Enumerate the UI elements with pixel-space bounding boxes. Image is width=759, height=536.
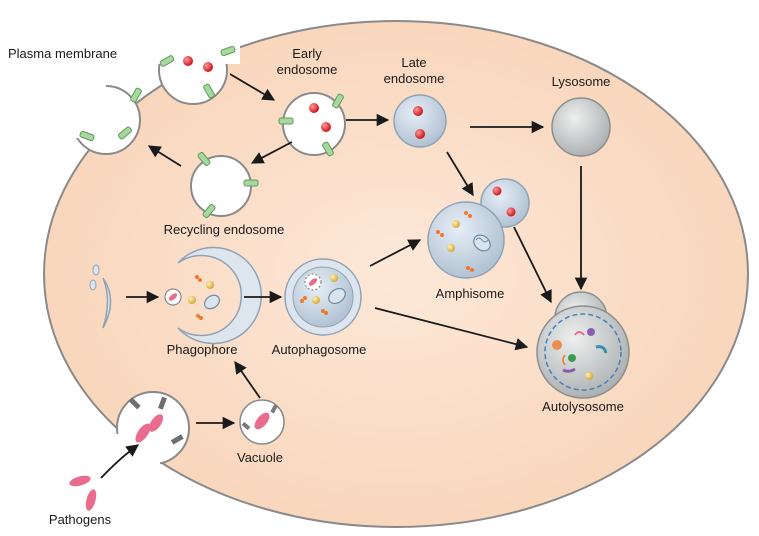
amphisome [427,178,530,279]
recycling-endosome [190,152,259,218]
arrows [100,73,588,479]
lysosome [551,97,611,157]
late-endosome [393,94,447,148]
label-vacuole: Vacuole [237,450,283,465]
label-recycling-endosome: Recycling endosome [164,222,285,237]
label-late-endosome-line1: Late [401,55,426,70]
label-lysosome: Lysosome [552,74,611,89]
receptors-top-pit [130,45,236,103]
plasma-membrane-pit-left [50,78,141,155]
cell [43,20,749,528]
pathogen-entry [128,396,184,445]
label-early-endosome-line2: endosome [277,62,338,77]
label-early-endosome-line1: Early [292,46,322,61]
label-pathogens: Pathogens [49,512,112,527]
label-amphisome: Amphisome [436,286,505,301]
label-autophagosome: Autophagosome [272,342,367,357]
cargo-top-pit [183,56,213,72]
autolysosome [536,291,630,399]
label-late-endosome-line2: endosome [384,71,445,86]
early-endosome [278,92,346,157]
label-phagophore: Phagophore [167,342,238,357]
phagophore [164,246,263,345]
label-autolysosome: Autolysosome [542,399,624,414]
phagophore-precursors [89,264,112,329]
vacuole [239,399,285,445]
labels: Plasma membrane Early endosome Late endo… [8,46,624,527]
autophagosome [284,258,362,336]
label-plasma-membrane: Plasma membrane [8,46,117,61]
receptors-left-pit [79,126,132,142]
pathogens [69,475,97,511]
